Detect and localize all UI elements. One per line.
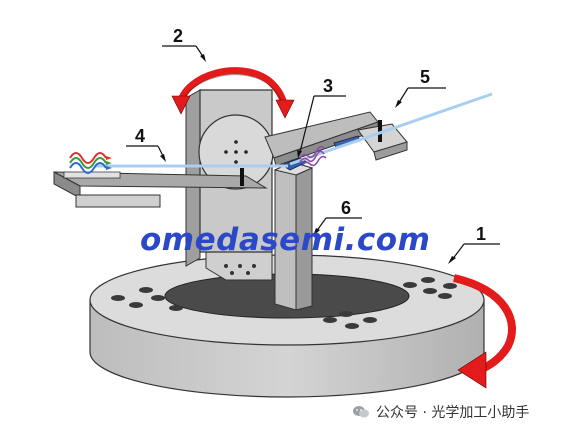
label-6: 6 xyxy=(341,198,351,218)
incident-wave-icon xyxy=(69,152,112,174)
detector-slit xyxy=(378,120,382,142)
rotation-arrow-top xyxy=(171,67,295,119)
base-holes xyxy=(111,277,457,329)
goniometer-tower xyxy=(185,89,274,281)
label-5: 5 xyxy=(420,67,430,87)
callout-3: 3 xyxy=(297,76,346,158)
footer-attribution: 公众号 · 光学加工小助手 xyxy=(352,402,529,422)
source-slit xyxy=(240,168,244,186)
callout-6: 6 xyxy=(313,198,362,236)
detector-arm xyxy=(264,111,408,167)
footer-text: 公众号 · 光学加工小助手 xyxy=(376,405,530,421)
label-3: 3 xyxy=(323,76,333,96)
callout-5: 5 xyxy=(395,67,446,108)
source-arm xyxy=(53,168,268,208)
rotation-arrow-base xyxy=(453,274,516,389)
scattered-wave-icon xyxy=(299,145,327,167)
label-2: 2 xyxy=(173,26,183,46)
callout-1: 1 xyxy=(448,224,500,264)
callout-4: 4 xyxy=(126,126,166,162)
watermark-text: omedasemi.com xyxy=(140,222,431,258)
callout-2: 2 xyxy=(162,26,206,62)
label-1: 1 xyxy=(476,224,486,244)
sample-holder-post xyxy=(273,157,314,311)
wechat-icon xyxy=(352,405,370,419)
label-4: 4 xyxy=(135,126,145,146)
